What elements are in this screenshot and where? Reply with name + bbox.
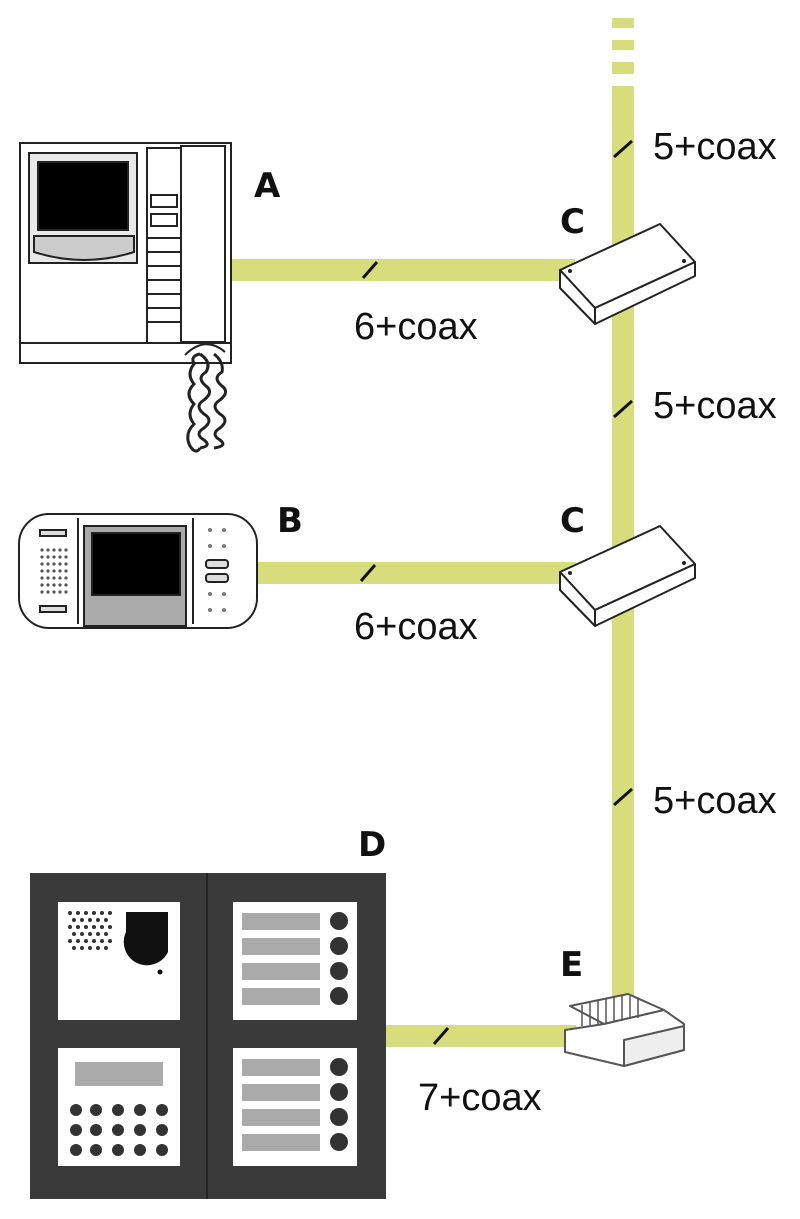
cable-label-riser-mid: 5+coax xyxy=(653,385,777,427)
panel-camera-icon xyxy=(123,912,168,966)
distributor-side-face xyxy=(594,563,696,627)
monitor-handset xyxy=(180,145,226,343)
label-c-top: C xyxy=(560,202,585,242)
handsfree-key-1 xyxy=(205,559,229,569)
device-e-din-power-supply xyxy=(564,993,685,1067)
handsfree-key-2 xyxy=(205,573,229,583)
riser-dash-3 xyxy=(612,62,634,74)
branch-a-cable xyxy=(230,259,575,281)
device-d-entrance-panel xyxy=(30,873,386,1199)
tick-riser-bottom xyxy=(613,787,633,807)
panel-call-buttons-top-rows xyxy=(242,912,348,1005)
label-d: D xyxy=(358,825,386,865)
cable-label-riser-top: 5+coax xyxy=(653,126,777,168)
cable-label-branch-b: 6+coax xyxy=(354,606,478,648)
handsfree-bottom-slot xyxy=(39,605,67,613)
tick-branch-d xyxy=(432,1027,450,1045)
tick-riser-mid xyxy=(613,399,633,419)
din-body-side xyxy=(623,1025,685,1067)
monitor-button-2 xyxy=(150,213,178,227)
handset-coiled-cord-icon xyxy=(186,352,227,453)
handsfree-screen xyxy=(91,532,181,596)
din-terminal-pins-icon xyxy=(581,996,639,1026)
device-c-bottom-distributor xyxy=(559,525,696,627)
branch-b-cable xyxy=(256,562,576,584)
device-b-handsfree-monitor xyxy=(18,513,258,629)
monitor-bezel-curve xyxy=(33,235,135,261)
cable-label-riser-bottom: 5+coax xyxy=(653,780,777,822)
panel-led-icon xyxy=(157,969,163,975)
riser-dash-2 xyxy=(612,40,634,50)
branch-d-cable xyxy=(386,1025,576,1047)
panel-keypad-keys xyxy=(70,1104,168,1156)
tick-branch-a xyxy=(361,261,379,279)
riser-dash-1 xyxy=(612,18,634,28)
tick-riser-top xyxy=(613,139,633,159)
handsfree-top-slot xyxy=(39,529,67,537)
monitor-handset-cup xyxy=(184,343,226,356)
speaker-grille-icon xyxy=(40,548,68,594)
tick-branch-b xyxy=(359,564,377,582)
panel-keypad-display xyxy=(75,1062,163,1086)
cable-label-branch-a: 6+coax xyxy=(354,306,478,348)
label-e: E xyxy=(560,945,583,985)
cable-label-branch-d: 7+coax xyxy=(418,1077,542,1119)
panel-speaker-grille-icon xyxy=(68,911,112,950)
monitor-screen xyxy=(37,161,129,231)
device-a-video-monitor xyxy=(19,142,232,453)
cable-tick-marks xyxy=(359,139,633,1045)
label-a: A xyxy=(254,166,281,206)
handsfree-key-dots xyxy=(208,528,226,612)
monitor-button-column xyxy=(146,147,182,344)
label-c-bottom: C xyxy=(560,501,585,541)
monitor-button-1 xyxy=(150,194,178,208)
device-c-top-distributor xyxy=(559,223,696,325)
label-b: B xyxy=(277,501,303,541)
distributor-side-face xyxy=(594,261,696,325)
panel-call-buttons-bottom-rows xyxy=(242,1058,348,1151)
